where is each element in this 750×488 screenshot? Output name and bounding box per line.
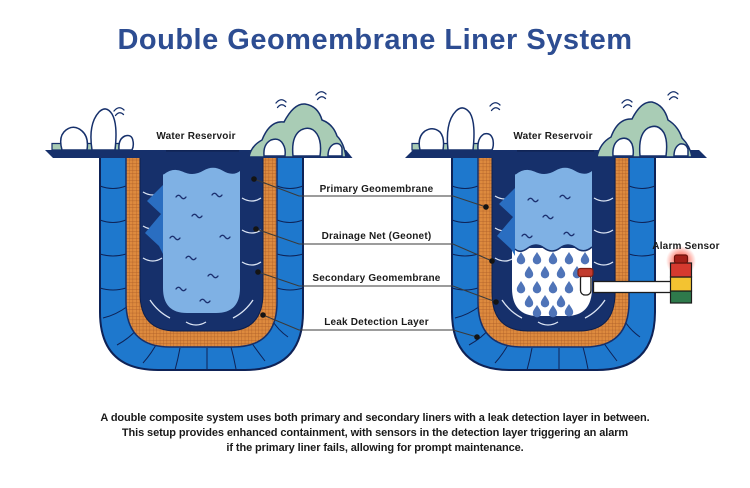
water-body-right (515, 167, 592, 252)
page-title: Double Geomembrane Liner System (117, 24, 633, 56)
bird-icon (315, 91, 327, 101)
leak-sensor-probe (577, 267, 594, 296)
primary-geomembrane-label: Primary Geomembrane (319, 184, 434, 195)
drainage-net-label: Drainage Net (Geonet) (321, 231, 432, 242)
secondary-geomembrane-label: Secondary Geomembrane (312, 273, 441, 284)
bird-icon (667, 91, 679, 101)
water-body-left (163, 167, 240, 313)
sensor-conduit-pipe (592, 280, 673, 294)
alarm-red-segment (669, 262, 693, 278)
leak-collection-zone (512, 248, 592, 316)
ground-bar-right-left (405, 150, 517, 158)
rocks-right (612, 125, 689, 157)
caption-line-1: A double composite system uses both prim… (100, 412, 650, 424)
bird-icon (489, 102, 501, 112)
leader-primary (253, 178, 487, 208)
ground-bar-left (45, 150, 166, 158)
caption-line-2: This setup provides enhanced containment… (121, 427, 629, 439)
right-reservoir (451, 150, 696, 371)
ground-surface (45, 91, 707, 158)
leader-lines (253, 178, 497, 338)
alarm-stack-light (666, 246, 696, 304)
leader-drainage (255, 228, 493, 262)
liner-tear-jag (497, 188, 515, 256)
water-reservoir-label-left: Water Reservoir (156, 131, 236, 142)
leak-detection-label: Leak Detection Layer (324, 317, 429, 328)
liner-tear-jag (145, 185, 163, 254)
left-reservoir (99, 150, 304, 371)
caption: A double composite system uses both prim… (0, 411, 750, 456)
alarm-sensor-label: Alarm Sensor (652, 241, 720, 252)
leader-secondary (257, 271, 497, 303)
water-reservoir-label-right: Water Reservoir (513, 131, 593, 142)
bird-icon (113, 107, 125, 117)
alarm-yellow-segment (669, 276, 693, 292)
rocks-left (59, 108, 135, 151)
water-surface-line (514, 166, 593, 175)
leader-dots (251, 176, 499, 340)
rocks-right-left (418, 107, 495, 151)
alarm-cap (673, 254, 689, 264)
caption-line-3: if the primary liner fails, allowing for… (226, 442, 524, 454)
rocks-middle (263, 127, 343, 157)
bird-icon (275, 99, 287, 109)
alarm-green-segment (669, 290, 693, 304)
water-surface-line (162, 166, 241, 175)
bird-icon (621, 99, 633, 109)
water-leak-boundary (514, 244, 593, 252)
leader-leak (262, 314, 478, 338)
